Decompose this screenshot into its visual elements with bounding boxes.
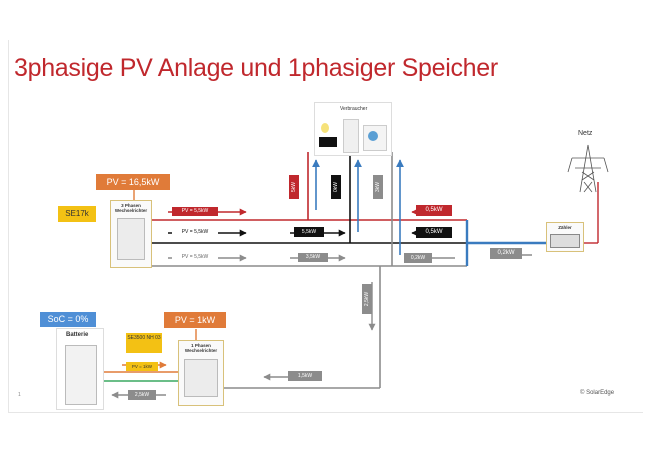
flow-load3: 3kW: [373, 175, 383, 199]
pv-main-badge: PV = 16,5kW: [96, 174, 170, 190]
slide-frame: [8, 40, 643, 413]
storage-inverter: 1 Phasen Wechselrichter: [178, 340, 224, 406]
meter-body: [550, 234, 580, 248]
flow-inv-back: 1,5kW: [288, 371, 322, 381]
washing-machine-door-icon: [368, 131, 378, 141]
fridge-icon: [343, 119, 359, 153]
lightbulb-icon: [321, 123, 329, 133]
soc-badge: SoC = 0%: [40, 312, 96, 327]
grid-connector: [465, 220, 546, 266]
storage-inverter-body: [184, 359, 218, 397]
flow-l1: PV = 5,5kW: [172, 207, 218, 216]
power-tower-icon: [567, 144, 609, 193]
flow-grid: 0,2kW: [490, 248, 522, 259]
se17k-badge: SE17k: [58, 206, 96, 222]
storage-inverter-label: 1 Phasen Wechselrichter: [184, 343, 218, 353]
flow-battery-pv: PV = 1kW: [126, 362, 158, 371]
tv-icon: [319, 137, 337, 147]
meter-label: Zähler: [558, 225, 572, 230]
flow-l2: PV = 5,5kW: [172, 228, 218, 237]
flow-right2: 0,5kW: [416, 227, 452, 238]
flow-right1: 0,5kW: [416, 205, 452, 216]
flow-right3: 0,2kW: [404, 253, 432, 263]
main-inverter: 3 Phasen Wechselrichter: [110, 200, 152, 268]
consumer-label: Verbraucher: [340, 106, 368, 112]
se3500-badge: SE3500 NH 03: [126, 333, 162, 353]
flow-load2: 0kW: [331, 175, 341, 199]
grid-label: Netz: [578, 130, 593, 137]
flow-load1: 5kW: [289, 175, 299, 199]
flow-vertical: 2,5kW: [362, 284, 372, 314]
battery-label: Batterie: [66, 332, 89, 338]
flow-mid3: 3,5kW: [298, 253, 328, 262]
page-title: 3phasige PV Anlage und 1phasiger Speiche…: [14, 54, 498, 82]
page-number: 1: [18, 392, 21, 398]
flow-battery: 2,5kW: [128, 390, 156, 400]
pv-small-badge: PV = 1kW: [164, 312, 226, 328]
main-inverter-label: 3 Phasen Wechselrichter: [114, 203, 148, 213]
main-inverter-body: [117, 218, 145, 260]
meter: Zähler: [546, 222, 584, 252]
battery-box: Batterie: [56, 328, 104, 410]
battery-body: [65, 345, 97, 405]
flow-mid2: 5,5kW: [294, 227, 324, 237]
flow-l3: PV = 5,5kW: [172, 253, 218, 262]
copyright-text: © SolarEdge: [580, 390, 615, 396]
consumer-box: Verbraucher: [314, 102, 392, 156]
